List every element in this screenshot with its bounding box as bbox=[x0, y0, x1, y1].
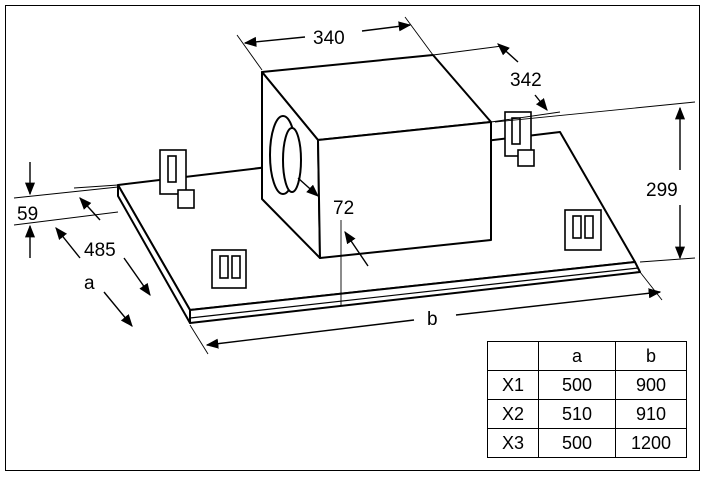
dim-72-label: 72 bbox=[333, 198, 354, 219]
dim-a-label: a bbox=[84, 273, 95, 294]
dimension-table: a b X1 500 900 X2 510 910 X3 500 1200 bbox=[487, 341, 687, 458]
table-header-cell: a bbox=[538, 341, 616, 371]
bracket-front-right bbox=[564, 209, 602, 251]
table-cell: X1 bbox=[487, 370, 539, 400]
dim-59-label: 59 bbox=[17, 204, 38, 225]
table-cell: X3 bbox=[487, 428, 539, 458]
table-header-cell: b bbox=[615, 341, 687, 371]
bracket-front-left bbox=[211, 249, 247, 289]
table-cell: 1200 bbox=[615, 428, 687, 458]
table-cell: 500 bbox=[538, 428, 616, 458]
diagram-frame bbox=[5, 5, 700, 471]
table-cell: X2 bbox=[487, 399, 539, 429]
table-row: X3 500 1200 bbox=[487, 428, 687, 458]
dim-485-label: 485 bbox=[84, 240, 116, 261]
table-row: X2 510 910 bbox=[487, 399, 687, 429]
table-cell: 500 bbox=[538, 370, 616, 400]
dim-299-label: 299 bbox=[646, 180, 678, 201]
table-header-row: a b bbox=[487, 341, 687, 371]
table-cell: 510 bbox=[538, 399, 616, 429]
table-cell: 900 bbox=[615, 370, 687, 400]
outlet-inner bbox=[282, 127, 302, 193]
table-cell: 910 bbox=[615, 399, 687, 429]
dim-342-label: 342 bbox=[510, 70, 542, 91]
bracket-back-left bbox=[159, 149, 195, 209]
dim-340-label: 340 bbox=[313, 28, 345, 49]
brackets bbox=[159, 111, 602, 289]
table-header-cell bbox=[487, 341, 539, 371]
motor-box-side bbox=[317, 121, 492, 259]
dim-b-label: b bbox=[427, 309, 438, 330]
table-row: X1 500 900 bbox=[487, 370, 687, 400]
